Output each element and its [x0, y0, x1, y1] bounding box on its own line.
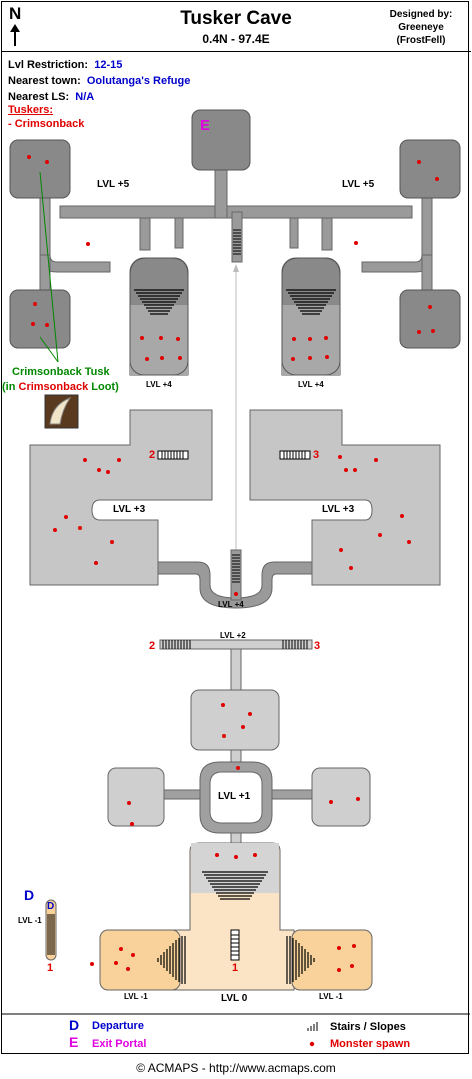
stairs-lower-loop	[232, 554, 240, 583]
room-lvl-minus1-left	[99, 929, 181, 991]
marker-2-plus2: 2	[149, 640, 156, 652]
lvl-restriction: Lvl Restriction: 12-15	[8, 59, 122, 71]
designer-group: (FrostFell)	[396, 35, 446, 46]
lvl-restriction-value: 12-15	[94, 59, 123, 71]
label-lvl-minus1-departure: LVL -1	[18, 916, 42, 925]
nearest-town: Nearest town: Oolutanga's Refuge	[8, 75, 190, 87]
room-plus1-right	[311, 767, 371, 827]
north-indicator: N	[9, 4, 21, 24]
north-label: N	[9, 4, 22, 23]
map-coords: 0.4N - 97.4E	[202, 32, 270, 46]
loot-source-open: (in	[2, 381, 19, 393]
lvl-restriction-label: Lvl Restriction:	[8, 59, 89, 71]
label-lvl-plus4-left: LVL +4	[146, 380, 172, 389]
marker-1-level0: 1	[232, 962, 239, 974]
stairs-level0-mid	[230, 929, 240, 961]
map-title: Tusker Cave	[180, 8, 292, 29]
marker-1-departure: 1	[47, 962, 54, 974]
stairs-departure	[47, 914, 55, 955]
corridor-plus1-right	[271, 789, 313, 800]
nearest-ls-label: Nearest LS:	[8, 91, 70, 103]
loot-pointer-lines	[39, 171, 59, 363]
label-lvl-plus5-left: LVL +5	[97, 179, 130, 190]
label-lvl-minus1-right: LVL -1	[319, 992, 343, 1001]
legend-stairs-icon	[307, 1022, 318, 1031]
legend-stairs-label: Stairs / Slopes	[330, 1021, 406, 1033]
stairs-top-center	[233, 229, 241, 255]
ring-corridor-plus1	[199, 761, 273, 834]
room-exit	[191, 109, 251, 171]
room-top-right	[399, 139, 461, 199]
room-lvl-minus1-right	[291, 929, 373, 991]
stairs-capsule-right	[286, 289, 336, 315]
stairs-level0-top	[202, 871, 268, 900]
marker-2-left: 2	[149, 449, 156, 461]
label-lvl-plus3-right: LVL +3	[322, 504, 355, 515]
nearest-town-value: Oolutanga's Refuge	[86, 75, 191, 87]
room-mid-left	[9, 289, 71, 349]
label-lvl-plus5-right: LVL +5	[342, 179, 375, 190]
label-lvl-plus4-bottom: LVL +4	[218, 600, 244, 609]
header-bar	[1, 1, 471, 52]
room-mid-right	[399, 289, 461, 349]
label-lvl-plus2: LVL +2	[220, 631, 246, 640]
stairs-plus2-left	[162, 640, 191, 649]
designer-name: Greeneye	[398, 22, 444, 33]
level-link-arrow-icon	[233, 264, 239, 272]
legend-departure-key: D	[69, 1017, 80, 1033]
corridor-plus1-left	[163, 789, 201, 800]
lower-loop-corridor	[157, 549, 313, 609]
legend-exit-label: Exit Portal	[92, 1038, 147, 1050]
label-lvl-plus4-right: LVL +4	[298, 380, 324, 389]
stairs-capsule-left	[134, 289, 184, 315]
legend-spawn-icon	[309, 1041, 315, 1047]
legend-departure-label: Departure	[92, 1020, 144, 1032]
designed-by-label: Designed by:	[389, 9, 453, 20]
monster-spawns	[27, 155, 439, 972]
crimsonback-tusk-icon	[44, 394, 79, 429]
loot-source-name: Crimsonback	[18, 381, 89, 393]
label-lvl-plus3-left: LVL +3	[113, 504, 146, 515]
room-plus1-top	[190, 689, 280, 751]
room-big-left	[29, 409, 213, 586]
room-level0-upper	[191, 843, 279, 893]
label-lvl-0: LVL 0	[221, 993, 248, 1004]
tuskers-heading: Tuskers:	[8, 104, 54, 116]
exit-portal-marker: E	[200, 117, 211, 134]
marker-3-plus2: 3	[314, 640, 321, 652]
north-arrow-icon	[10, 24, 20, 46]
loot-item-name: Crimsonback Tusk	[12, 366, 110, 378]
departure-marker: D	[47, 901, 55, 912]
label-lvl-minus1-left: LVL -1	[124, 992, 148, 1001]
stairs-level0-mid-steps	[231, 934, 239, 956]
map-frame	[1, 1, 469, 1054]
loot-source: (in Crimsonback Loot)	[2, 381, 119, 393]
room-top-left	[9, 139, 71, 199]
legend-exit-key: E	[69, 1034, 79, 1050]
departure-marker-large: D	[24, 887, 35, 903]
marker-3-right: 3	[313, 449, 320, 461]
nearest-ls: Nearest LS: N/A	[8, 91, 94, 103]
stairs-2-left	[157, 450, 189, 460]
loot-source-close: Loot)	[88, 381, 119, 393]
stairs-plus2-right	[282, 640, 308, 649]
footer-copyright[interactable]: © ACMAPS - http://www.acmaps.com	[136, 1061, 336, 1075]
designer-block: Designed by: Greeneye (FrostFell)	[376, 8, 466, 47]
room-plus1-left	[107, 767, 165, 827]
stairs-level0-right	[286, 936, 315, 984]
nearest-town-label: Nearest town:	[8, 75, 81, 87]
label-lvl-plus1: LVL +1	[218, 791, 251, 802]
stairs-3-right	[279, 450, 311, 460]
nearest-ls-value: N/A	[75, 91, 95, 103]
capsule-right	[281, 257, 341, 376]
tusker-entry: - Crimsonback	[8, 118, 85, 130]
legend-spawn-label: Monster spawn	[330, 1038, 411, 1050]
stairs-level0-left	[157, 936, 186, 984]
room-big-right	[249, 409, 441, 586]
